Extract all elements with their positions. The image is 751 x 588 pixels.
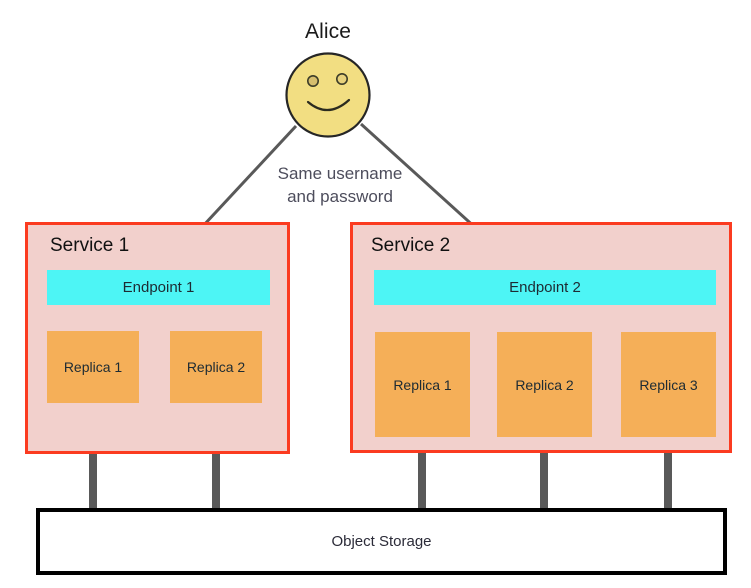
edge-caption-line-1: Same username bbox=[277, 164, 403, 183]
connector-s2-replica1-storage bbox=[418, 435, 426, 511]
endpoint-2-box[interactable]: Endpoint 2 bbox=[374, 270, 716, 305]
endpoint-1-box[interactable]: Endpoint 1 bbox=[47, 270, 270, 305]
service-2-title: Service 2 bbox=[371, 235, 451, 256]
connector-s2-replica3-storage bbox=[664, 435, 672, 511]
edge-caption-line-2: and password bbox=[287, 187, 393, 206]
object-storage-box[interactable]: Object Storage bbox=[36, 508, 727, 575]
connector-s2-replica2-storage bbox=[540, 435, 548, 511]
service-2-replica-1[interactable]: Replica 1 bbox=[375, 332, 470, 437]
service-1-replica-2[interactable]: Replica 2 bbox=[170, 331, 262, 403]
actor-label-alice: Alice bbox=[304, 20, 352, 43]
service-1-title: Service 1 bbox=[50, 235, 130, 256]
connector-s1-replica1-storage bbox=[89, 401, 97, 511]
smiley-face-icon bbox=[285, 52, 371, 138]
service-1-replica-1[interactable]: Replica 1 bbox=[47, 331, 139, 403]
service-2-replica-2[interactable]: Replica 2 bbox=[497, 332, 592, 437]
edge-caption: Same username and password bbox=[240, 162, 440, 208]
service-2-replica-3[interactable]: Replica 3 bbox=[621, 332, 716, 437]
connector-s1-replica2-storage bbox=[212, 401, 220, 511]
